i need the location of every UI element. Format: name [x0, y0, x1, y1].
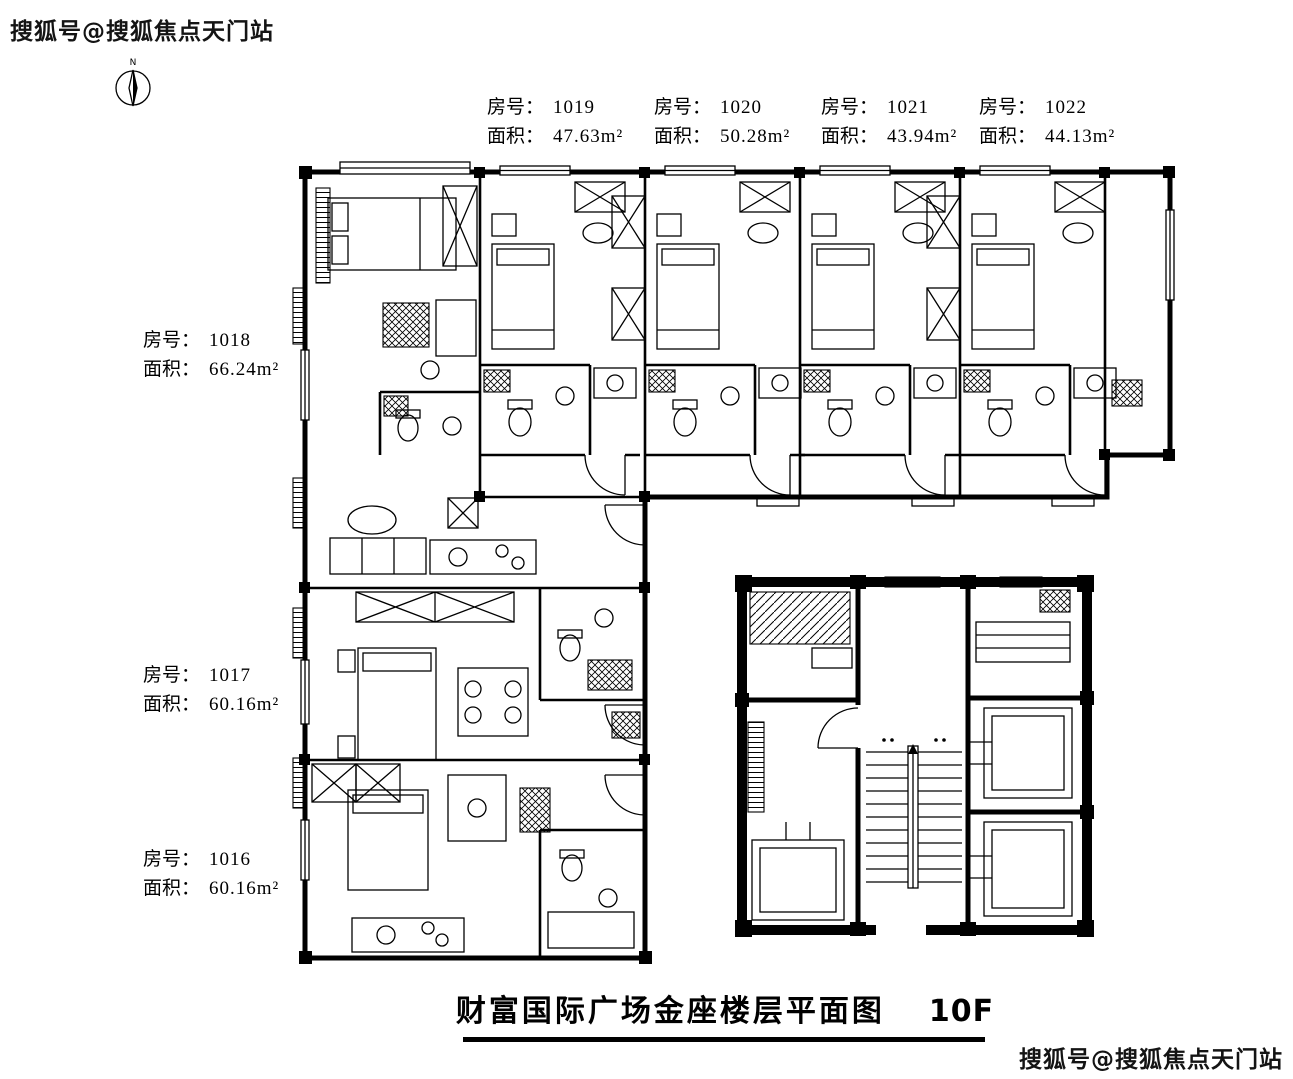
room-no-prefix: 房号：: [143, 665, 201, 686]
unit-1018-plan: [327, 161, 646, 575]
area-row: 面积： 60.16m²: [143, 690, 279, 719]
area-prefix: 面积：: [143, 694, 201, 715]
area-prefix: 面积：: [487, 126, 545, 147]
room-no-value: 1021: [887, 97, 930, 118]
room-no-value: 1017: [209, 665, 252, 686]
area-row: 面积： 60.16m²: [143, 874, 279, 903]
room-no-prefix: 房号：: [143, 330, 201, 351]
area-prefix: 面积：: [143, 359, 201, 380]
compass: N: [115, 58, 151, 107]
area-value: 50.28m²: [720, 126, 791, 147]
room-no-row: 房号： 1016: [143, 845, 279, 874]
plan-title-block: 财富国际广场金座楼层平面图 10F: [440, 986, 1010, 1030]
elevator-1: [968, 707, 1073, 799]
area-row: 面积： 47.63m²: [487, 122, 623, 151]
room-no-value: 1019: [553, 97, 596, 118]
area-prefix: 面积：: [143, 878, 201, 899]
unit-label-1022: 房号： 1022 面积： 44.13m²: [979, 93, 1115, 151]
unit-label-1020: 房号： 1020 面积： 50.28m²: [654, 93, 790, 151]
service-shafts: [611, 195, 961, 341]
unit-label-1018: 房号： 1018 面积： 66.24m²: [143, 326, 279, 384]
plan-floor-label: 10F: [928, 994, 995, 1029]
room-no-value: 1020: [720, 97, 763, 118]
unit-1017-plan: [337, 588, 646, 761]
room-no-row: 房号： 1019: [487, 93, 623, 122]
plan-title: 财富国际广场金座楼层平面图: [455, 994, 885, 1029]
room-no-row: 房号： 1020: [654, 93, 790, 122]
area-prefix: 面积：: [821, 126, 879, 147]
stairwell: [866, 738, 962, 889]
unit-label-1021: 房号： 1021 面积： 43.94m²: [821, 93, 957, 151]
unit-1016-plan: [311, 763, 646, 958]
area-value: 66.24m²: [209, 359, 280, 380]
compass-north-label: N: [130, 58, 137, 68]
room-no-row: 房号： 1021: [821, 93, 957, 122]
room-no-value: 1016: [209, 849, 252, 870]
elevator-2: [968, 821, 1073, 917]
area-row: 面积： 50.28m²: [654, 122, 790, 151]
area-value: 60.16m²: [209, 878, 280, 899]
closet-row: [355, 591, 515, 623]
watermark-bottom-right: 搜狐号@搜狐焦点天门站: [1019, 1047, 1283, 1073]
room-no-prefix: 房号：: [979, 97, 1037, 118]
core-plan: [735, 575, 1094, 937]
left-wall-features: [292, 187, 331, 881]
unit-label-1016: 房号： 1016 面积： 60.16m²: [143, 845, 279, 903]
title-underline: [463, 1037, 985, 1042]
area-row: 面积： 66.24m²: [143, 355, 279, 384]
watermark-top-left: 搜狐号@搜狐焦点天门站: [10, 19, 274, 45]
area-value: 44.13m²: [1045, 126, 1116, 147]
room-no-prefix: 房号：: [821, 97, 879, 118]
structural-columns: [299, 166, 1175, 964]
core-columns: [735, 575, 1094, 937]
elevator-3: [751, 822, 845, 921]
room-no-prefix: 房号：: [654, 97, 712, 118]
room-no-row: 房号： 1017: [143, 661, 279, 690]
area-value: 47.63m²: [553, 126, 624, 147]
area-prefix: 面积：: [654, 126, 712, 147]
area-value: 60.16m²: [209, 694, 280, 715]
top-units-row: [478, 164, 1122, 507]
room-no-prefix: 房号：: [487, 97, 545, 118]
room-no-row: 房号： 1022: [979, 93, 1115, 122]
area-row: 面积： 43.94m²: [821, 122, 957, 151]
area-row: 面积： 44.13m²: [979, 122, 1115, 151]
room-no-value: 1022: [1045, 97, 1088, 118]
room-no-value: 1018: [209, 330, 252, 351]
unit-label-1019: 房号： 1019 面积： 47.63m²: [487, 93, 623, 151]
unit-label-1017: 房号： 1017 面积： 60.16m²: [143, 661, 279, 719]
room-no-prefix: 房号：: [143, 849, 201, 870]
area-value: 43.94m²: [887, 126, 958, 147]
corridor-porches: [756, 496, 1095, 507]
area-prefix: 面积：: [979, 126, 1037, 147]
room-no-row: 房号： 1018: [143, 326, 279, 355]
right-end-features: [1111, 209, 1175, 407]
